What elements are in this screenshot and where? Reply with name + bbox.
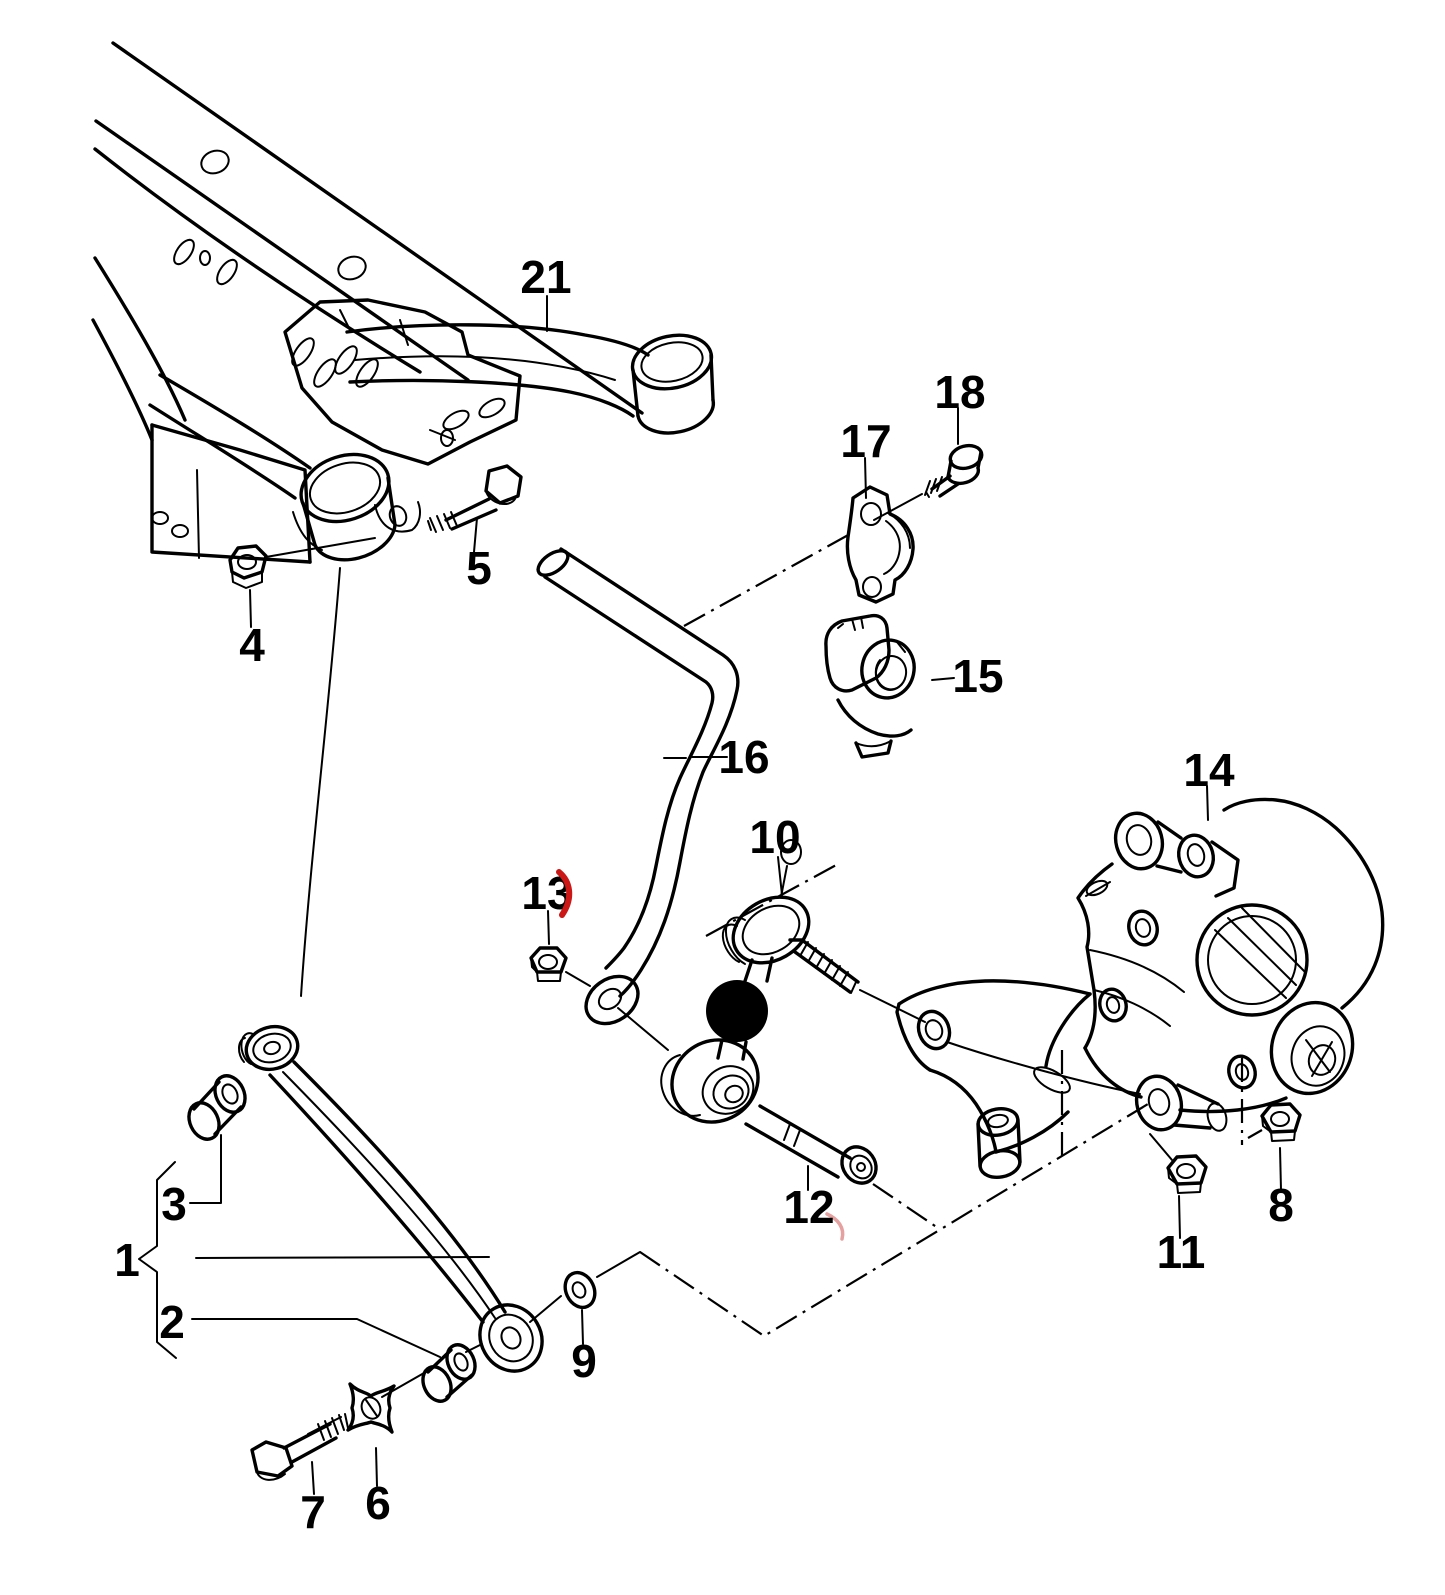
- part-6-eccentric-washer: [346, 1382, 396, 1434]
- part-21-trailing-arm: [345, 323, 716, 435]
- part-11-nut: [1166, 1154, 1208, 1194]
- faint-red-arc-marker: [825, 1212, 845, 1241]
- callout-14-label: 14: [1183, 744, 1235, 796]
- part-18-socket-bolt: [873, 443, 984, 521]
- subframe-drawing: [91, 41, 644, 564]
- part-9-washer: [563, 1270, 597, 1310]
- leader-11: [1149, 1133, 1181, 1239]
- callout-8-label: 8: [1268, 1179, 1294, 1231]
- leader-15: [931, 677, 955, 681]
- callout-17-label: 17: [840, 415, 891, 467]
- part-3-bushing: [187, 1074, 247, 1141]
- leader-3: [189, 1134, 222, 1204]
- part-1-control-arm: [237, 1024, 544, 1373]
- part-5-bolt: [427, 464, 523, 533]
- leader-14: [1206, 785, 1209, 821]
- leader-4: [265, 537, 376, 558]
- callout-11-label: 11: [1157, 1226, 1206, 1278]
- leader-17: [864, 457, 867, 499]
- leader-1: [195, 1256, 490, 1259]
- leader-2: [191, 1318, 441, 1358]
- centerline-bar-to-clamp: [683, 533, 851, 627]
- part-17-stabilizer-clamp: [845, 485, 915, 604]
- callout-16-label: 16: [718, 731, 769, 783]
- part-16-stabilizer-bar: [536, 547, 740, 1026]
- callout-1-label: 1: [114, 1234, 140, 1286]
- callout-4-label: 4: [239, 619, 265, 671]
- callout-21-label: 21: [520, 251, 571, 303]
- bracket-1: [138, 1161, 177, 1359]
- callout-18-label: 18: [934, 366, 985, 418]
- part-14-wheel-bearing-housing: [895, 797, 1385, 1179]
- axis-nut13-bar-link: [565, 971, 669, 1051]
- centerline-bolt12: [872, 1183, 939, 1229]
- callout-12-label: 12: [783, 1181, 834, 1233]
- callout-3-label: 3: [161, 1178, 187, 1230]
- leader-16: [663, 756, 728, 759]
- leader-5: [473, 517, 478, 553]
- callout-10-label: 10: [749, 811, 800, 863]
- part-12-bolt: [744, 1104, 878, 1185]
- callouts: 1 2 3 4 5 6 7 8 9 10 11 12 13 14 15 16 1…: [114, 251, 1294, 1538]
- callout-7-label: 7: [300, 1486, 326, 1538]
- leader-10: [777, 856, 783, 896]
- centerline-arm-to-knuckle: [639, 1103, 1149, 1338]
- leader-7: [311, 1461, 315, 1495]
- red-paren-marker: [556, 869, 573, 918]
- centerline-nut8: [1240, 1058, 1263, 1145]
- part-13-nut: [529, 946, 568, 982]
- callout-9-label: 9: [571, 1335, 597, 1387]
- callout-2-label: 2: [159, 1296, 185, 1348]
- callout-5-label: 5: [466, 542, 492, 594]
- assembly-line-subframe-to-arm: [300, 567, 341, 997]
- part-7-bolt: [250, 1413, 349, 1481]
- leader-8: [1279, 1147, 1282, 1191]
- black-dot-marker: [706, 980, 768, 1042]
- leader-4b: [249, 589, 252, 628]
- part-15-stabilizer-bushing: [824, 613, 916, 759]
- leader-6: [375, 1447, 378, 1487]
- callout-15-label: 15: [952, 650, 1003, 702]
- callout-6-label: 6: [365, 1477, 391, 1529]
- part-10-stabilizer-link: [660, 839, 926, 1124]
- leader-9: [581, 1309, 584, 1345]
- centerline-bar-to-link: [705, 863, 839, 937]
- part-4-nut: [228, 544, 268, 589]
- part-8-nut: [1260, 1102, 1302, 1142]
- axis-arm-assembly: [307, 1251, 641, 1435]
- part-2-bushing: [421, 1343, 477, 1403]
- leader-13: [547, 910, 550, 945]
